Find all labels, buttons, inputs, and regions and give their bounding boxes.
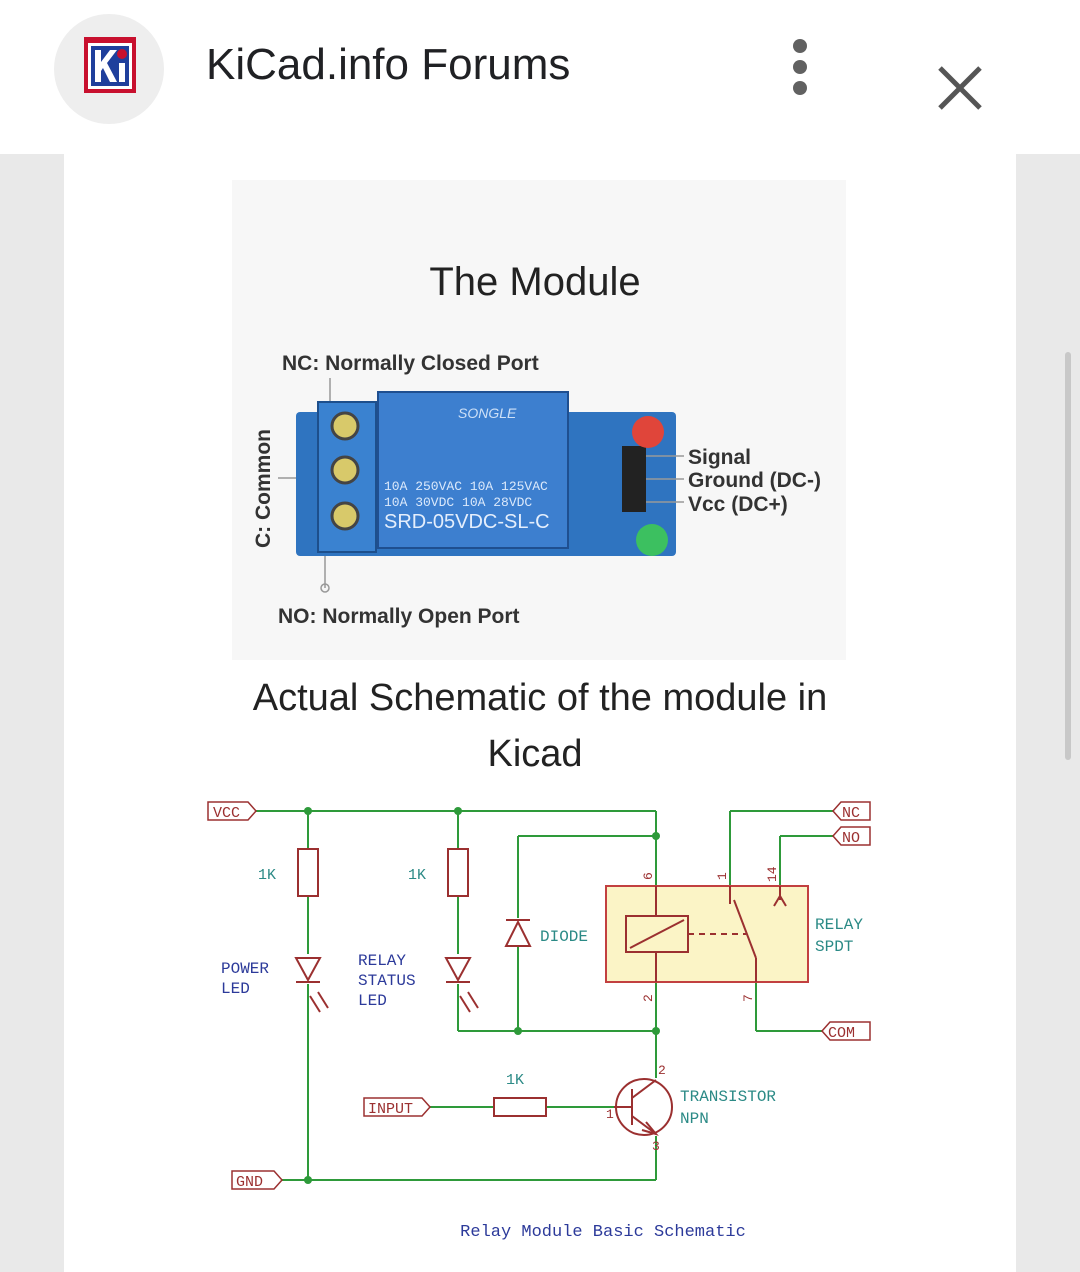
net-label-com: COM bbox=[820, 1021, 871, 1042]
status-led-label-1: RELAY bbox=[358, 952, 406, 970]
net-label-no: NO bbox=[831, 826, 871, 847]
module-title: The Module bbox=[429, 260, 640, 304]
relay-pin-1: 1 bbox=[715, 872, 730, 880]
no-label: NO: Normally Open Port bbox=[278, 605, 520, 628]
status-led-label-3: LED bbox=[358, 992, 387, 1010]
net-label-gnd: GND bbox=[231, 1170, 284, 1191]
app-header: KiCad.info Forums bbox=[0, 0, 1080, 154]
svg-text:COM: COM bbox=[828, 1025, 855, 1042]
status-led-label-2: STATUS bbox=[358, 972, 416, 990]
diode-symbol bbox=[504, 919, 532, 947]
resistor-input bbox=[493, 1097, 547, 1117]
relay-part: SRD-05VDC-SL-C bbox=[384, 511, 550, 533]
nc-label: NC: Normally Closed Port bbox=[282, 352, 539, 375]
svg-text:NC: NC bbox=[842, 805, 860, 822]
transistor-pin-3: 3 bbox=[652, 1139, 660, 1154]
relay-pin-6: 6 bbox=[641, 872, 656, 880]
relay-pin-7: 7 bbox=[741, 994, 756, 1002]
relay-symbol bbox=[605, 885, 809, 983]
relay-brand: SONGLE bbox=[458, 405, 517, 421]
scrollbar-thumb[interactable] bbox=[1065, 352, 1071, 760]
relay-label-1: RELAY bbox=[815, 916, 863, 934]
relay-module-photo: SONGLE 10A 250VAC 10A 125VAC 10A 30VDC 1… bbox=[278, 378, 684, 593]
net-label-input: INPUT bbox=[363, 1097, 432, 1118]
resistor-status-led bbox=[447, 848, 469, 897]
more-vert-icon[interactable] bbox=[778, 36, 822, 100]
relay-rating-2: 10A 30VDC 10A 28VDC bbox=[384, 495, 532, 510]
r3-value: 1K bbox=[506, 1072, 524, 1089]
svg-text:VCC: VCC bbox=[213, 805, 240, 822]
transistor-label-2: NPN bbox=[680, 1110, 709, 1128]
power-led-symbol bbox=[294, 957, 329, 1013]
transistor-label-1: TRANSISTOR bbox=[680, 1088, 776, 1106]
close-icon[interactable] bbox=[930, 58, 990, 118]
status-led-symbol bbox=[444, 957, 479, 1013]
relay-pin-2: 2 bbox=[641, 994, 656, 1002]
kicad-logo-icon bbox=[84, 37, 136, 93]
schematic-title-line1: Actual Schematic of the module in bbox=[253, 677, 828, 719]
net-label-nc: NC bbox=[831, 801, 871, 822]
svg-text:GND: GND bbox=[236, 1174, 263, 1191]
schematic-junctions bbox=[304, 807, 660, 1184]
schematic-caption: Relay Module Basic Schematic bbox=[460, 1223, 746, 1242]
vcc-label: Vcc (DC+) bbox=[688, 493, 788, 516]
relay-pin-14: 14 bbox=[765, 866, 780, 882]
svg-text:INPUT: INPUT bbox=[368, 1101, 413, 1118]
transistor-pin-1: 1 bbox=[606, 1107, 614, 1122]
transistor-symbol bbox=[614, 1078, 673, 1136]
ground-label: Ground (DC-) bbox=[688, 469, 821, 492]
resistor-power-led bbox=[297, 848, 319, 897]
relay-label-2: SPDT bbox=[815, 938, 853, 956]
power-led-label-2: LED bbox=[221, 980, 250, 998]
app-title: KiCad.info Forums bbox=[206, 40, 571, 89]
signal-label: Signal bbox=[688, 446, 751, 469]
schematic-wires bbox=[256, 810, 833, 1181]
transistor-pin-2: 2 bbox=[658, 1063, 666, 1078]
schematic-title-line2: Kicad bbox=[487, 733, 582, 775]
r2-value: 1K bbox=[408, 867, 426, 884]
power-led-label-1: POWER bbox=[221, 960, 269, 978]
page-content[interactable] bbox=[0, 154, 1080, 1272]
common-label: C: Common bbox=[252, 429, 275, 548]
net-label-vcc: VCC bbox=[207, 801, 258, 822]
r1-value: 1K bbox=[258, 867, 276, 884]
svg-text:NO: NO bbox=[842, 830, 860, 847]
relay-rating-1: 10A 250VAC 10A 125VAC bbox=[384, 479, 548, 494]
diode-label: DIODE bbox=[540, 928, 588, 946]
